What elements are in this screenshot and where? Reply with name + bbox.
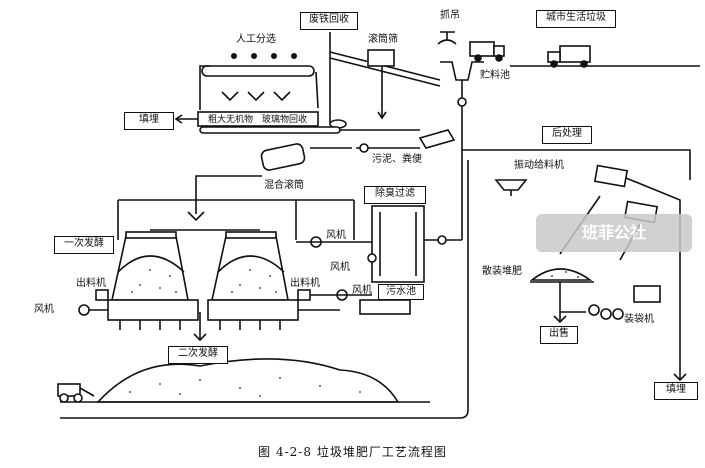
sale-box: 出售 (540, 326, 578, 344)
manual-sort-label: 人工分选 (236, 34, 276, 45)
trommel-label: 滚筒筛 (368, 34, 398, 45)
post-treatment-box: 后处理 (542, 126, 592, 144)
sewage-pool-icon (359, 299, 411, 315)
sort-conveyor (201, 65, 315, 77)
outlet-label-2: 出料机 (290, 278, 320, 289)
grab-icon (437, 31, 457, 45)
watermark: 班菲公社 (536, 214, 692, 252)
bulk-compost-label: 散装堆肥 (482, 266, 522, 277)
dump-truck-icon (469, 41, 495, 57)
scrap-iron-box: 废铁回收 (300, 12, 358, 30)
msw-box: 城市生活垃圾 (536, 10, 616, 28)
sludge-label: 污泥、粪便 (372, 154, 422, 165)
fan-label-2: 风机 (330, 262, 350, 273)
bagger-label: 装袋机 (624, 314, 654, 325)
coarse-crusher-label: 粗大无机物 (208, 115, 254, 125)
secondary-fermentation-box: 二次发酵 (168, 346, 228, 364)
trommel-icon (367, 49, 395, 67)
loader-icon (57, 383, 81, 397)
bulk-compost-pile (529, 268, 593, 281)
glass-recovery-label: 玻璃物回收 (262, 115, 308, 125)
bagger-icon (633, 285, 661, 303)
storage-pit-label: 贮料池 (480, 70, 510, 81)
backfill-right-box: 填埋 (654, 382, 698, 400)
deodor-box: 除臭过滤 (364, 186, 426, 204)
fan-label-1: 风机 (326, 230, 346, 241)
figure-caption: 图 4-2-8 垃圾堆肥厂工艺流程图 (258, 445, 447, 459)
sewage-box: 污水池 (378, 284, 424, 300)
truck-icon (559, 45, 591, 63)
fan-label-left: 风机 (34, 304, 54, 315)
vib-feeder-label: 振动给料机 (514, 160, 564, 171)
fan-label-3: 风机 (352, 285, 372, 296)
secondary-compost-heap (96, 358, 400, 403)
mixing-drum-icon (260, 143, 306, 171)
storage-pit-icon (440, 61, 484, 81)
mixing-drum-label: 混合滚筒 (264, 180, 304, 191)
primary-fermentation-box: 一次发酵 (54, 236, 114, 254)
grab-label: 抓吊 (440, 10, 460, 21)
outlet-label-1: 出料机 (76, 278, 106, 289)
vibrating-feeder-icon (494, 179, 528, 191)
backfill-left-box: 填埋 (124, 112, 174, 130)
